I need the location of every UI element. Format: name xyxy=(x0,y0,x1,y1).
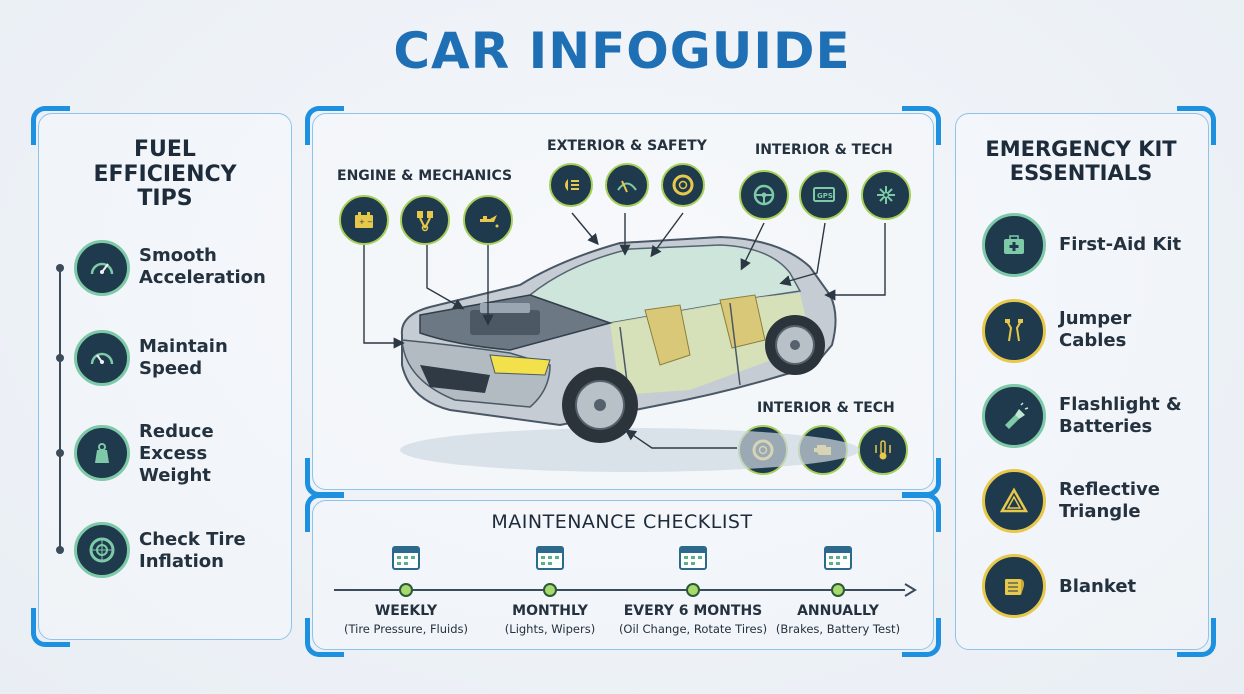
temperature-icon xyxy=(858,425,908,475)
step-name: EVERY 6 MONTHS xyxy=(623,603,763,619)
speed-gauge-icon xyxy=(74,330,130,386)
fuel-timeline-line xyxy=(56,264,64,554)
steering-wheel-icon xyxy=(739,170,789,220)
weight-icon xyxy=(74,425,130,481)
climate-fan-icon xyxy=(861,170,911,220)
svg-text:+ −: + − xyxy=(359,218,373,226)
battery-icon: + − xyxy=(339,195,389,245)
warning-triangle-icon xyxy=(982,469,1046,533)
car-illustration xyxy=(400,235,860,472)
maintenance-step-6-months: EVERY 6 MONTHS (Oil Change, Rotate Tires… xyxy=(608,603,778,636)
fuel-item-label: Maintain Speed xyxy=(139,336,228,379)
emergency-item-label: First-Aid Kit xyxy=(1059,234,1182,255)
calendar-icon xyxy=(392,546,420,570)
first-aid-icon xyxy=(982,213,1046,277)
maintenance-heading: MAINTENANCE CHECKLIST xyxy=(491,511,753,533)
calendar-icon xyxy=(679,546,707,570)
step-desc: (Oil Change, Rotate Tires) xyxy=(618,622,768,636)
interior-tech-bottom-label: INTERIOR & TECH xyxy=(757,400,895,416)
gps-text: GPS xyxy=(817,192,833,200)
interior-tech-top-label: INTERIOR & TECH xyxy=(755,142,893,158)
headlight-icon xyxy=(549,163,593,207)
blanket-icon xyxy=(982,554,1046,618)
step-desc: (Lights, Wipers) xyxy=(504,622,596,636)
emergency-heading: EMERGENCY KIT ESSENTIALS xyxy=(985,137,1177,185)
maintenance-timeline xyxy=(334,583,917,597)
emergency-item-label: Flashlight & Batteries xyxy=(1059,394,1182,437)
fuel-item-label: Smooth Acceleration xyxy=(139,245,266,288)
step-name: MONTHLY xyxy=(512,603,588,619)
engine-mechanics-label: ENGINE & MECHANICS xyxy=(337,168,513,184)
emergency-item-label: Jumper Cables xyxy=(1059,308,1132,351)
pistons-icon xyxy=(400,195,450,245)
fuel-heading: FUEL EFFICIENCY TIPS xyxy=(93,137,237,212)
emergency-item-label: Blanket xyxy=(1059,576,1137,597)
emergency-item-label: Reflective Triangle xyxy=(1059,479,1161,522)
page-title: CAR INFOGUIDE xyxy=(393,22,851,80)
calendar-icon xyxy=(536,546,564,570)
speedometer-icon xyxy=(74,240,130,296)
fuel-item-label: Reduce Excess Weight xyxy=(139,421,214,486)
calendar-icon xyxy=(824,546,852,570)
maintenance-panel xyxy=(305,493,941,657)
wiper-icon xyxy=(605,163,649,207)
exterior-safety-label: EXTERIOR & SAFETY xyxy=(547,138,707,154)
jumper-cables-icon xyxy=(982,299,1046,363)
callout-arrows xyxy=(363,212,886,449)
maintenance-step-weekly: WEEKLY (Tire Pressure, Fluids) xyxy=(321,603,491,636)
step-desc: (Tire Pressure, Fluids) xyxy=(343,622,469,636)
maintenance-step-monthly: MONTHLY (Lights, Wipers) xyxy=(465,603,635,636)
step-desc: (Brakes, Battery Test) xyxy=(775,622,901,636)
gps-icon: GPS xyxy=(799,170,849,220)
step-name: WEEKLY xyxy=(374,603,438,619)
oil-can-icon xyxy=(463,195,513,245)
tire-icon xyxy=(74,522,130,578)
flashlight-icon xyxy=(982,384,1046,448)
tire-tread-icon xyxy=(661,163,705,207)
maintenance-step-annually: ANNUALLY (Brakes, Battery Test) xyxy=(753,603,923,636)
fuel-item-label: Check Tire Inflation xyxy=(139,529,246,572)
step-name: ANNUALLY xyxy=(797,603,879,619)
